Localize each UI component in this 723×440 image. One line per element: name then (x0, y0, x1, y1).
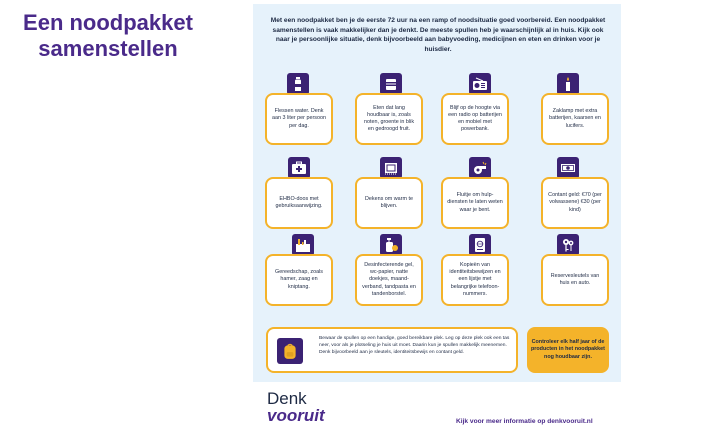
keys-icon (557, 234, 579, 256)
item-tile-1: Flessen water. Denk aan 3 liter per pers… (265, 93, 333, 145)
item-tile-3: Blijf op de hoogte via een radio op batt… (441, 93, 509, 145)
item-tile-7: Fluitje om hulp-diensten te laten weten … (441, 177, 509, 229)
denkvooruit-logo: Denk vooruit (267, 390, 325, 424)
cash-icon (557, 157, 579, 179)
item-text-6: Dekens om warm te blijven. (365, 195, 413, 209)
check-reminder-text: Controleer elk half jaar of de producten… (531, 339, 605, 360)
passport-icon (469, 234, 491, 256)
blanket-icon (380, 157, 402, 179)
toolbox-icon (292, 234, 314, 256)
item-text-2: Eten dat lang houdbaar is, zoals noten, … (363, 104, 415, 133)
item-tile-5: EHBO-doos met gebruiksaanwijzing. (265, 177, 333, 229)
item-tile-8: Contant geld: €70 (per volwassene) €30 (… (541, 177, 609, 229)
item-text-4: Zaklamp met extra batterijen, kaarsen en… (549, 108, 601, 129)
item-text-1: Flessen water. Denk aan 3 liter per pers… (272, 108, 326, 129)
footer-info-link[interactable]: Kijk voor meer informatie op denkvooruit… (456, 418, 593, 425)
item-text-7: Fluitje om hulp-diensten te laten weten … (447, 192, 503, 213)
item-text-9: Gereedschap, zoals hamer, zaag en knipta… (275, 269, 323, 290)
item-text-10: Desinfecterende gel, wc-papier, natte do… (362, 261, 416, 297)
backpack-icon (277, 338, 303, 364)
hygiene-icon (380, 234, 402, 256)
check-reminder-box: Controleer elk half jaar of de producten… (527, 327, 609, 373)
radio-icon (469, 73, 491, 95)
food-can-icon (380, 73, 402, 95)
item-tile-10: Desinfecterende gel, wc-papier, natte do… (355, 254, 423, 306)
first-aid-kit-icon (288, 157, 310, 179)
item-text-12: Reservesleutels van huis en auto. (550, 272, 600, 286)
logo-line-2: vooruit (267, 406, 325, 425)
item-text-11: Kopieën van identiteitsbewijzen en een l… (449, 261, 501, 297)
slide-title: Een noodpakket samenstellen (23, 10, 193, 61)
item-text-5: EHBO-doos met gebruiksaanwijzing. (275, 195, 323, 209)
item-tile-9: Gereedschap, zoals hamer, zaag en knipta… (265, 254, 333, 306)
whistle-icon (469, 157, 491, 179)
tip-text: Bewaar de spullen op een handige, goed b… (319, 336, 510, 355)
item-tile-12: Reservesleutels van huis en auto. (541, 254, 609, 306)
logo-line-1: Denk (267, 389, 307, 408)
item-tile-4: Zaklamp met extra batterijen, kaarsen en… (541, 93, 609, 145)
water-bottle-icon (287, 73, 309, 95)
tip-box: Bewaar de spullen op een handige, goed b… (266, 327, 518, 373)
item-tile-11: Kopieën van identiteitsbewijzen en een l… (441, 254, 509, 306)
item-text-3: Blijf op de hoogte via een radio op batt… (448, 104, 502, 133)
item-tile-2: Eten dat lang houdbaar is, zoals noten, … (355, 93, 423, 145)
intro-text: Met een noodpakket ben je de eerste 72 u… (270, 17, 606, 53)
candle-flashlight-icon (557, 73, 579, 95)
item-text-8: Contant geld: €70 (per volwassene) €30 (… (548, 192, 602, 213)
item-tile-6: Dekens om warm te blijven. (355, 177, 423, 229)
